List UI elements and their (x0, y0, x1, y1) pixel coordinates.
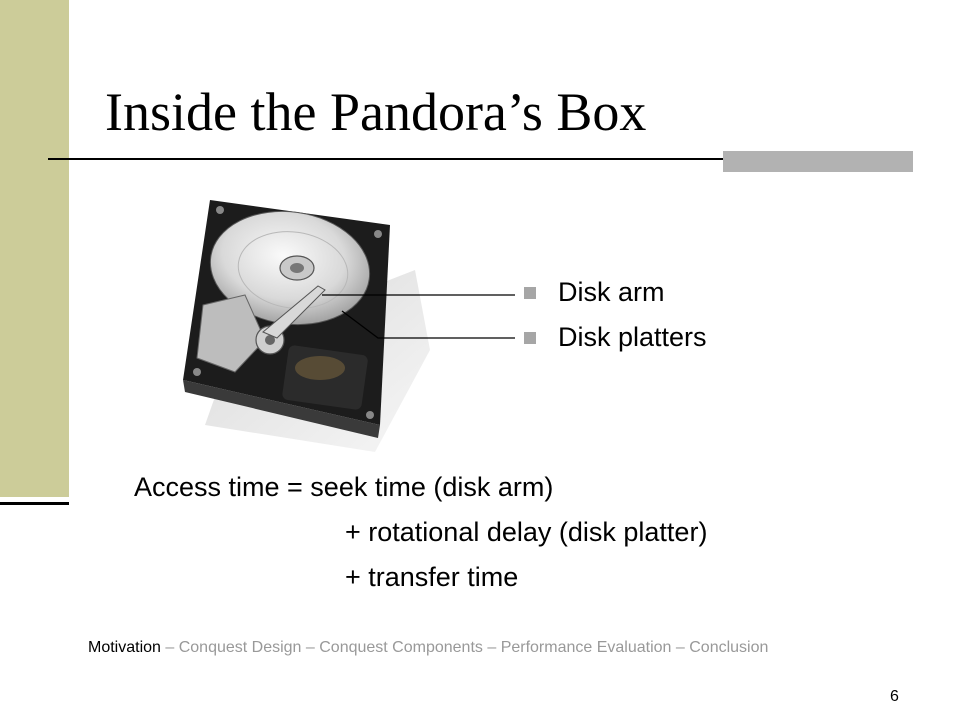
title-underline (48, 158, 912, 160)
section-navigation-footer: Motivation – Conquest Design – Conquest … (88, 639, 768, 657)
disk-arm (262, 285, 326, 339)
screw (374, 230, 382, 238)
drive-chassis-edge (183, 380, 380, 438)
sidebar-accent-line (0, 502, 69, 505)
decorative-sidebar (0, 0, 69, 497)
square-bullet-icon (524, 331, 536, 344)
screw (366, 411, 374, 419)
hard-disk-illustration (183, 200, 430, 452)
motor-coil (295, 356, 345, 380)
square-bullet-icon (524, 286, 536, 299)
footer-other-sections: – Conquest Design – Conquest Components … (160, 639, 769, 656)
page-number: 6 (890, 688, 899, 705)
access-time-line-1: Access time = seek time (disk arm) (134, 472, 554, 502)
actuator-magnet (196, 294, 266, 373)
spindle-center (290, 263, 304, 273)
platter-ring (237, 231, 349, 309)
slide-title: Inside the Pandora’s Box (105, 82, 647, 142)
title-accent-bar (723, 151, 913, 172)
bullet-list: Disk arm Disk platters (524, 270, 707, 360)
access-time-line-3: + transfer time (345, 562, 519, 592)
footer-active-section: Motivation (88, 639, 161, 656)
bullet-disk-platters: Disk platters (524, 315, 707, 360)
screw (216, 206, 224, 214)
bullet-label: Disk arm (558, 277, 665, 307)
bullet-label: Disk platters (558, 322, 707, 352)
access-time-line-2: + rotational delay (disk platter) (345, 517, 708, 547)
bullet-disk-arm: Disk arm (524, 270, 707, 315)
actuator-pivot-center (265, 335, 275, 345)
screw (193, 368, 201, 376)
